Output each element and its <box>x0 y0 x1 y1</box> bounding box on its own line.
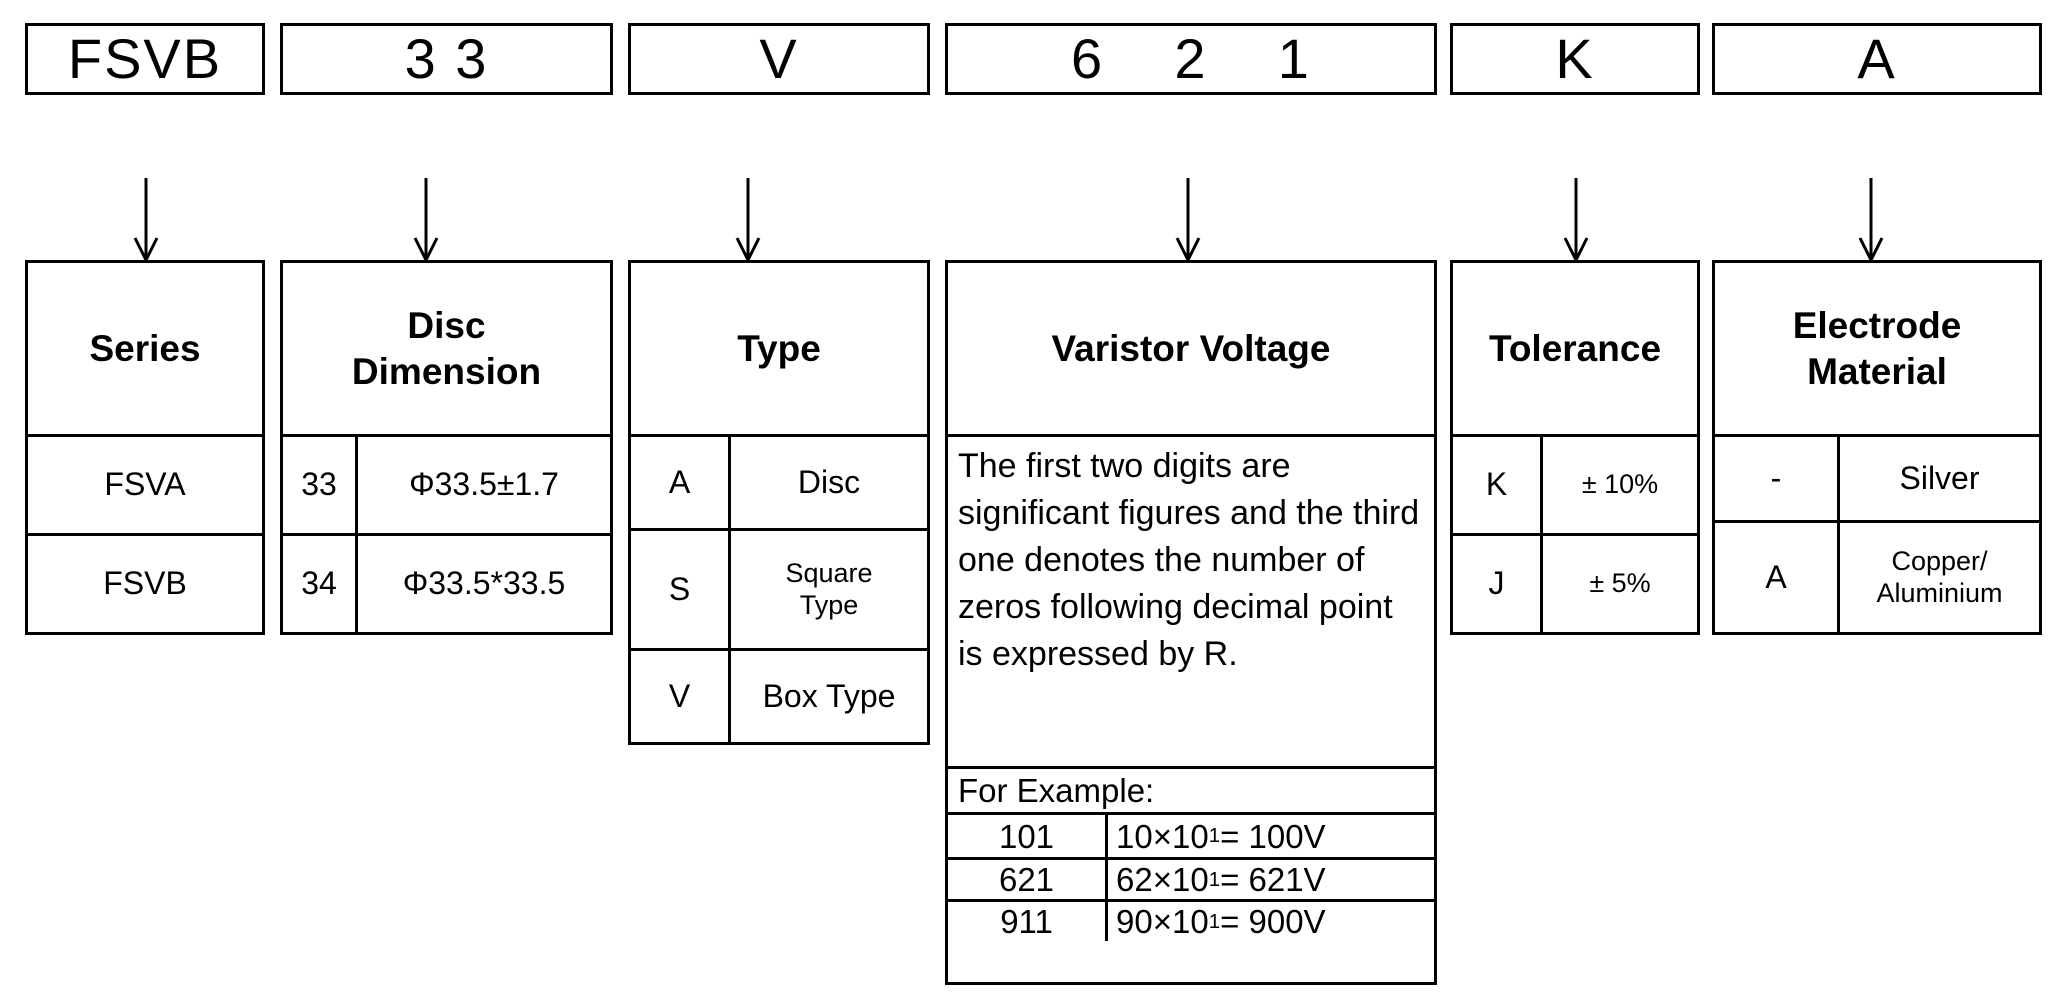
section-title-line2: Material <box>1807 350 1947 392</box>
section-body-electrode-material: - Silver A Copper/ Aluminium <box>1712 437 2042 635</box>
example-result: = 621V <box>1220 861 1326 898</box>
code-box-varistor-voltage: 6 2 1 <box>945 23 1437 95</box>
example-table-title: For Example: <box>948 769 1434 815</box>
example-mantissa: 90×10 <box>1116 903 1209 940</box>
code-text-disc-dimension: 3 3 <box>404 27 489 90</box>
section-body-tolerance: K ± 10% J ± 5% <box>1450 437 1700 635</box>
example-code: 621 <box>948 860 1108 899</box>
section-disc-dimension: Disc Dimension 33 Φ33.5±1.7 34 Φ33.5*33.… <box>280 260 613 635</box>
section-body-type: A Disc S Square Type V Box Type <box>628 437 930 745</box>
table-row: V Box Type <box>631 648 927 743</box>
table-row: - Silver <box>1715 437 2039 521</box>
series-value: FSVA <box>104 466 186 503</box>
arrow-electrode-material <box>1858 178 1884 262</box>
example-mantissa: 10×10 <box>1116 817 1209 855</box>
type-code: A <box>631 437 731 529</box>
code-text-electrode-material: A <box>1857 27 1897 90</box>
code-box-disc-dimension: 3 3 <box>280 23 613 95</box>
section-type: Type A Disc S Square Type V Box Type <box>628 260 930 745</box>
section-body-disc-dimension: 33 Φ33.5±1.7 34 Φ33.5*33.5 <box>280 437 613 635</box>
arrow-disc-dimension <box>413 178 439 262</box>
table-row: J ± 5% <box>1453 533 1697 632</box>
example-result: = 900V <box>1220 903 1326 940</box>
section-tolerance: Tolerance K ± 10% J ± 5% <box>1450 260 1700 635</box>
section-title-varistor-voltage: Varistor Voltage <box>945 260 1437 437</box>
section-title-line1: Electrode <box>1792 305 1962 347</box>
series-value: FSVB <box>103 565 187 602</box>
arrow-varistor-voltage <box>1175 178 1201 262</box>
arrow-tolerance <box>1563 178 1589 262</box>
table-row: S Square Type <box>631 528 927 648</box>
type-value: Square Type <box>785 557 873 620</box>
type-code: S <box>631 531 731 648</box>
section-title-electrode-material: Electrode Material <box>1712 260 2042 437</box>
code-box-tolerance: K <box>1450 23 1700 95</box>
example-code: 911 <box>948 902 1108 941</box>
type-value: Box Type <box>762 677 896 714</box>
disc-dimension-value: Φ33.5*33.5 <box>402 565 566 602</box>
tolerance-value: ± 5% <box>1589 568 1651 599</box>
section-title-disc-dimension: Disc Dimension <box>280 260 613 437</box>
electrode-material-value: Copper/ Aluminium <box>1876 545 2003 608</box>
arrow-type <box>735 178 761 262</box>
electrode-material-code: A <box>1715 523 1840 632</box>
section-body-series: FSVA FSVB <box>25 437 265 635</box>
example-mantissa: 62×10 <box>1116 861 1209 898</box>
example-result: = 100V <box>1220 817 1326 855</box>
section-title-type: Type <box>628 260 930 437</box>
section-title-tolerance: Tolerance <box>1450 260 1700 437</box>
disc-dimension-value: Φ33.5±1.7 <box>409 466 559 503</box>
tolerance-value: ± 10% <box>1581 469 1659 500</box>
code-text-series: FSVB <box>67 27 223 90</box>
table-row: K ± 10% <box>1453 437 1697 533</box>
table-row: A Disc <box>631 437 927 529</box>
electrode-material-value: Silver <box>1899 459 1980 496</box>
code-box-series: FSVB <box>25 23 265 95</box>
table-row: 34 Φ33.5*33.5 <box>283 533 610 632</box>
table-row: 33 Φ33.5±1.7 <box>283 437 610 533</box>
electrode-material-code: - <box>1715 437 1840 521</box>
section-title-series: Series <box>25 260 265 437</box>
section-series: Series FSVA FSVB <box>25 260 265 635</box>
code-box-electrode-material: A <box>1712 23 2042 95</box>
tolerance-code: K <box>1453 437 1543 533</box>
type-code: V <box>631 651 731 743</box>
disc-dimension-code: 34 <box>283 536 358 632</box>
example-code: 101 <box>948 815 1108 857</box>
disc-dimension-code: 33 <box>283 437 358 533</box>
table-row: FSVB <box>28 533 262 632</box>
code-text-tolerance: K <box>1555 27 1595 90</box>
code-text-varistor-voltage: 6 2 1 <box>1071 27 1311 90</box>
section-title-line2: Dimension <box>351 350 542 392</box>
table-row: A Copper/ Aluminium <box>1715 520 2039 632</box>
tolerance-code: J <box>1453 536 1543 632</box>
section-electrode-material: Electrode Material - Silver A Copper/ Al… <box>1712 260 2042 635</box>
type-value: Disc <box>797 463 861 500</box>
code-box-type: V <box>628 23 930 95</box>
code-text-type: V <box>759 27 799 90</box>
varistor-voltage-description: The first two digits are significant fig… <box>945 437 1437 769</box>
section-varistor-voltage: Varistor Voltage The first two digits ar… <box>945 260 1437 985</box>
arrow-series <box>133 178 159 262</box>
table-row: FSVA <box>28 437 262 533</box>
section-title-line1: Disc <box>407 305 486 347</box>
